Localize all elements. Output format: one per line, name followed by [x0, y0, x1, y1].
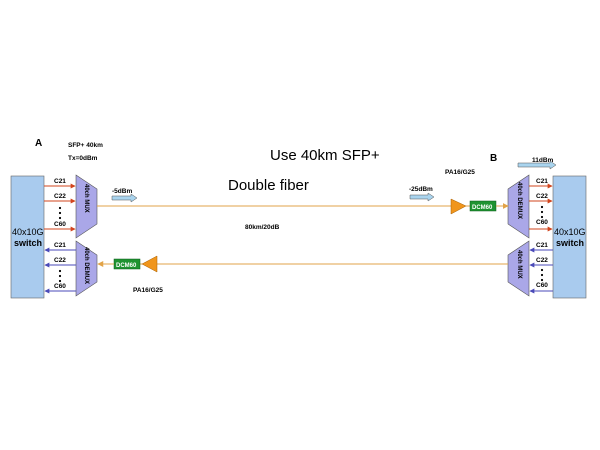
ellipsis-dot [58, 211, 62, 215]
channel-label: C22 [536, 193, 548, 200]
amp-label-a: PA16/G25 [133, 287, 163, 294]
amplifier-b-icon [450, 198, 467, 215]
power-b-in-label: -25dBm [409, 186, 433, 193]
mux-b-bottom-label: 40ch MUX [516, 250, 522, 279]
mux-b-bottom [507, 240, 530, 297]
ellipsis-dot [58, 269, 62, 273]
link-label: 80km/20dB [245, 224, 280, 231]
sfp-label: SFP+ 40km [68, 142, 103, 149]
amplifier-a-icon [141, 255, 158, 273]
site-b-label: B [490, 153, 497, 164]
mux-a-top [75, 174, 98, 239]
channel-label: C21 [54, 242, 66, 249]
ellipsis-dot [540, 215, 544, 219]
ellipsis-dot [58, 216, 62, 220]
channel-label: C22 [536, 257, 548, 264]
channel-label: C60 [54, 221, 66, 228]
channel-label: C60 [54, 283, 66, 290]
channel-label: C22 [54, 257, 66, 264]
switch-b-name: 40x10G [554, 227, 586, 237]
channel-label: C21 [536, 178, 548, 185]
dcm-b-label: DCM60 [472, 205, 493, 211]
fiber-label: Double fiber [228, 177, 309, 194]
switch-a-name: 40x10G [12, 227, 44, 237]
dcm-a-label: DCM60 [116, 263, 137, 269]
ellipsis-dot [58, 279, 62, 283]
power-arrow-icon [517, 160, 557, 170]
power-arrow-icon [111, 193, 138, 203]
ellipsis-dot [540, 268, 544, 272]
channel-label: C60 [536, 219, 548, 226]
ellipsis-dot [540, 278, 544, 282]
demux-a-bottom-label: 40ch DEMUX [83, 247, 89, 284]
ellipsis-dot [540, 210, 544, 214]
ellipsis-dot [58, 206, 62, 210]
mux-a-top-label: 40ch MUX [83, 184, 89, 213]
power-a-out-label: -5dBm [112, 188, 132, 195]
main-title: Use 40km SFP+ [270, 147, 380, 164]
switch-b-word: switch [556, 238, 584, 248]
channel-label: C60 [536, 282, 548, 289]
channel-label: C22 [54, 193, 66, 200]
switch-b [552, 175, 587, 299]
power-arrow-icon [409, 192, 435, 202]
site-a-label: A [35, 138, 42, 149]
amp-label-b: PA16/G25 [445, 169, 475, 176]
channel-label: C21 [54, 178, 66, 185]
channel-label: C21 [536, 242, 548, 249]
ellipsis-dot [540, 273, 544, 277]
switch-a [10, 175, 45, 299]
switch-a-word: switch [14, 238, 42, 248]
demux-b-top [507, 174, 530, 239]
demux-b-top-label: 40ch DEMUX [516, 182, 522, 219]
tx-power-label: Tx=0dBm [68, 155, 98, 162]
ellipsis-dot [540, 205, 544, 209]
demux-a-bottom [75, 240, 98, 297]
ellipsis-dot [58, 274, 62, 278]
power-b-out-label: 11dBm [532, 157, 554, 164]
